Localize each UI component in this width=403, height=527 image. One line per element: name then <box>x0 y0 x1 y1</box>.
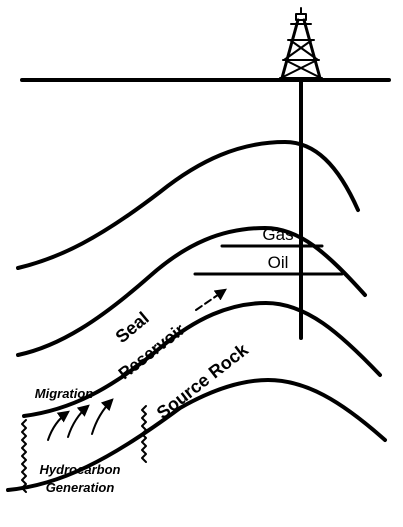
reservoir-base-horizon <box>22 301 382 418</box>
migration-label: Migration <box>35 386 94 401</box>
gas-label: Gas <box>262 225 293 244</box>
generation-zone-left-boundary <box>21 419 27 493</box>
oil-derrick-icon <box>279 7 323 80</box>
oil-label: Oil <box>268 253 289 272</box>
migration-arrow-icon <box>47 398 114 441</box>
source-rock-base-horizon <box>6 378 387 492</box>
generation-zone-right-boundary <box>141 405 147 463</box>
generation-label: Generation <box>46 480 115 495</box>
seal-top-horizon <box>16 140 360 270</box>
hydrocarbon-label: Hydrocarbon <box>40 462 121 477</box>
seal-label: Seal <box>112 308 153 347</box>
source-rock-label: Source Rock <box>153 339 253 423</box>
reservoir-arrow-icon <box>195 288 227 311</box>
